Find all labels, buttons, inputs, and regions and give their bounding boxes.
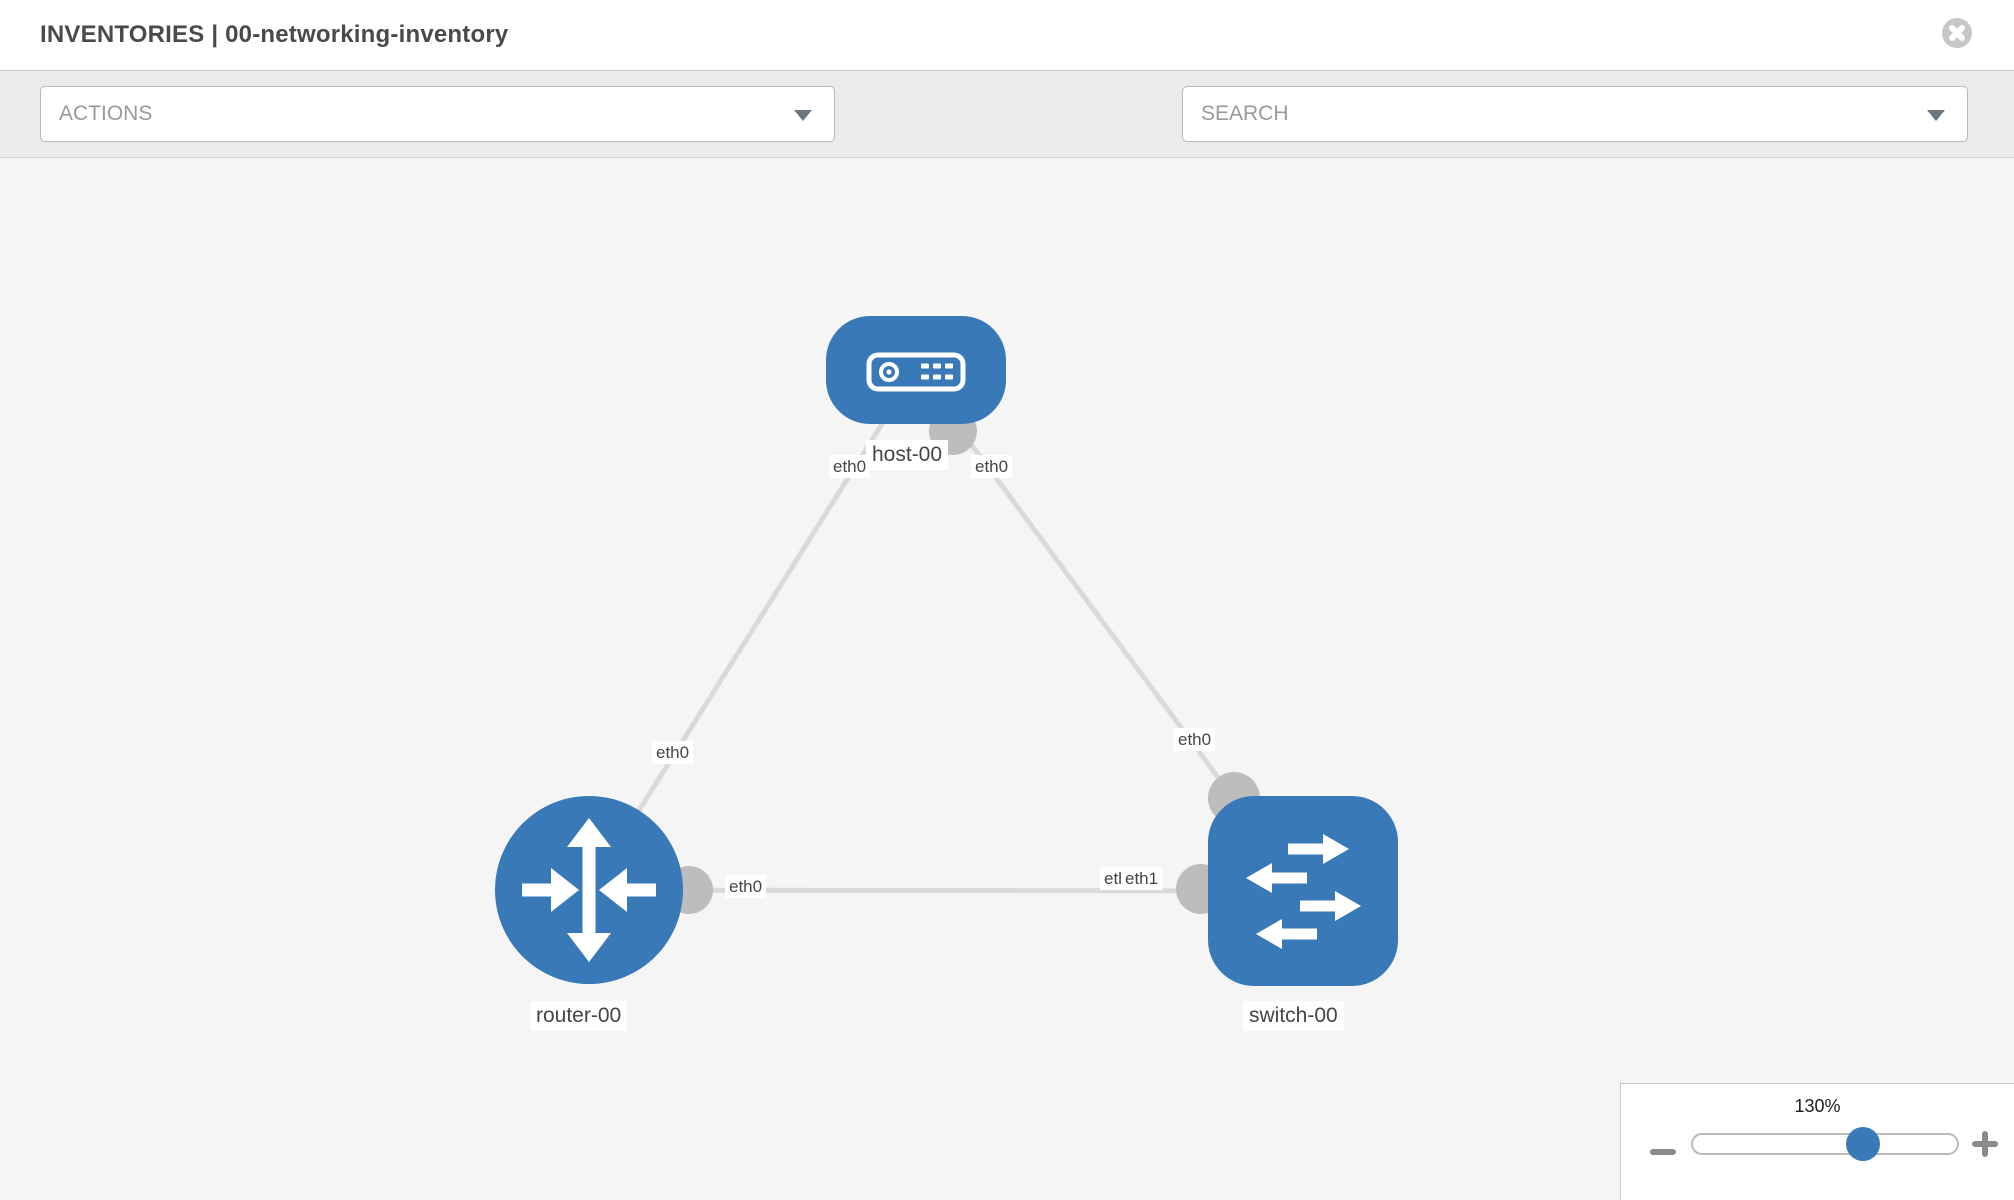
interface-label: eth0	[829, 455, 871, 478]
minus-icon	[1650, 1149, 1676, 1155]
node-label-router: router-00	[530, 1001, 628, 1031]
search-dropdown[interactable]: SEARCH	[1182, 86, 1968, 142]
node-host-00[interactable]	[826, 316, 1006, 424]
toolbar: ACTIONS SEARCH	[0, 70, 2014, 203]
host-icon	[866, 352, 966, 392]
node-router-00[interactable]	[495, 796, 683, 984]
node-label-host: host-00	[866, 440, 949, 470]
interface-label: eth0	[652, 741, 694, 764]
router-icon	[522, 818, 656, 962]
interface-label: eth1	[1121, 867, 1163, 890]
zoom-slider-knob[interactable]	[1846, 1127, 1880, 1161]
zoom-control-panel: 130%	[1620, 1083, 2014, 1200]
switch-icon	[1246, 834, 1361, 949]
page-title: INVENTORIES | 00-networking-inventory	[40, 21, 509, 48]
search-placeholder: SEARCH	[1201, 102, 1289, 125]
actions-dropdown[interactable]: ACTIONS	[40, 86, 835, 142]
header: INVENTORIES | 00-networking-inventory	[0, 0, 2014, 70]
interface-label: eth0	[725, 875, 767, 898]
node-switch-00[interactable]	[1208, 796, 1398, 986]
zoom-level: 130%	[1794, 1096, 1841, 1116]
interface-label: eth0	[971, 455, 1013, 478]
zoom-out-button[interactable]	[1649, 1138, 1677, 1166]
chevron-down-icon	[794, 110, 812, 121]
zoom-slider-track[interactable]	[1691, 1133, 1959, 1155]
chevron-down-icon	[1927, 110, 1945, 121]
plus-icon	[1982, 1131, 1988, 1157]
actions-dropdown-label: ACTIONS	[59, 102, 153, 125]
topology-canvas[interactable]: eth0 eth0 eth0 eth0 eth0 eth0 eth1 host-…	[0, 158, 2014, 1200]
interface-label: eth0	[1174, 728, 1216, 751]
node-label-switch: switch-00	[1243, 1001, 1344, 1031]
close-button[interactable]	[1942, 18, 1972, 48]
zoom-in-button[interactable]	[1971, 1130, 1999, 1158]
